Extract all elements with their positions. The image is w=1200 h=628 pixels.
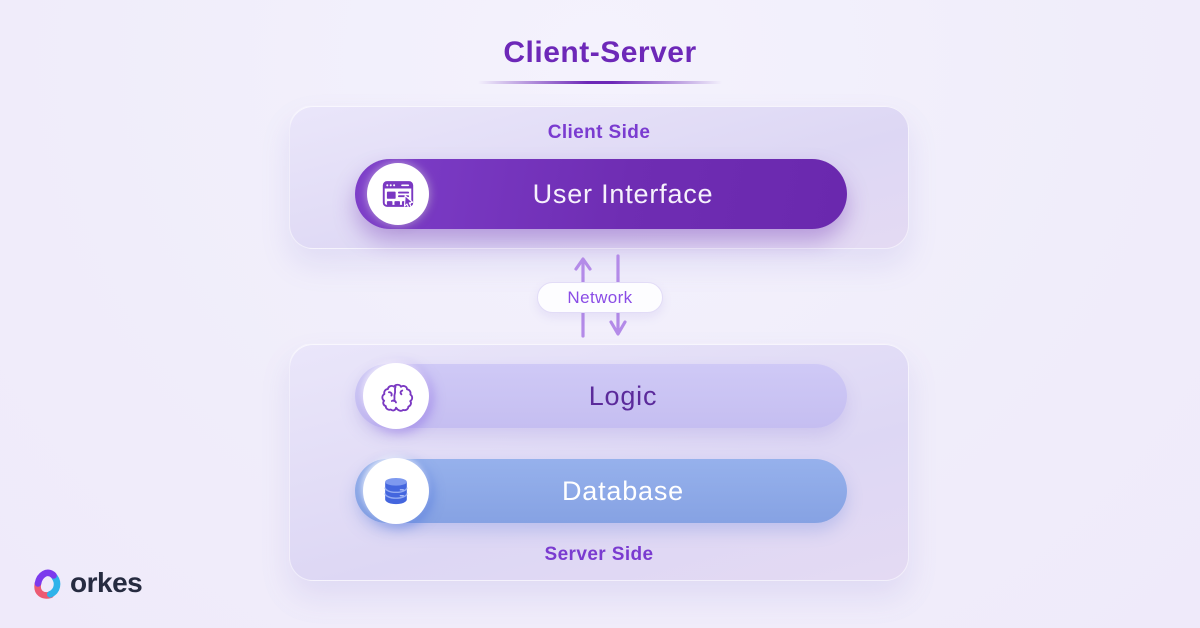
arrow-up-head [574,257,592,271]
client-side-label: Client Side [547,122,651,143]
network-badge: Network [537,282,663,313]
browser-cursor-icon [367,163,429,225]
arrow-down-head [609,320,627,336]
database-pill: Database [355,458,847,524]
server-panel: Logic Database Server Side [289,343,909,581]
database-label: Database [562,475,684,506]
server-side-label: Server Side [544,544,654,565]
database-icon [363,458,429,524]
logic-pill: Logic [355,363,847,429]
user-interface-pill: User Interface [355,159,847,229]
orkes-logo-text: orkes [70,567,143,598]
user-interface-label: User Interface [532,178,714,209]
logic-label: Logic [588,380,658,411]
title-underline [478,81,722,84]
orkes-logo-mark [34,569,61,599]
network-label: Network [567,287,633,307]
brain-icon [363,363,429,429]
page-title: Client-Server [503,36,697,69]
orkes-logo: orkes [29,566,143,600]
client-panel: Client Side Us [289,105,909,249]
